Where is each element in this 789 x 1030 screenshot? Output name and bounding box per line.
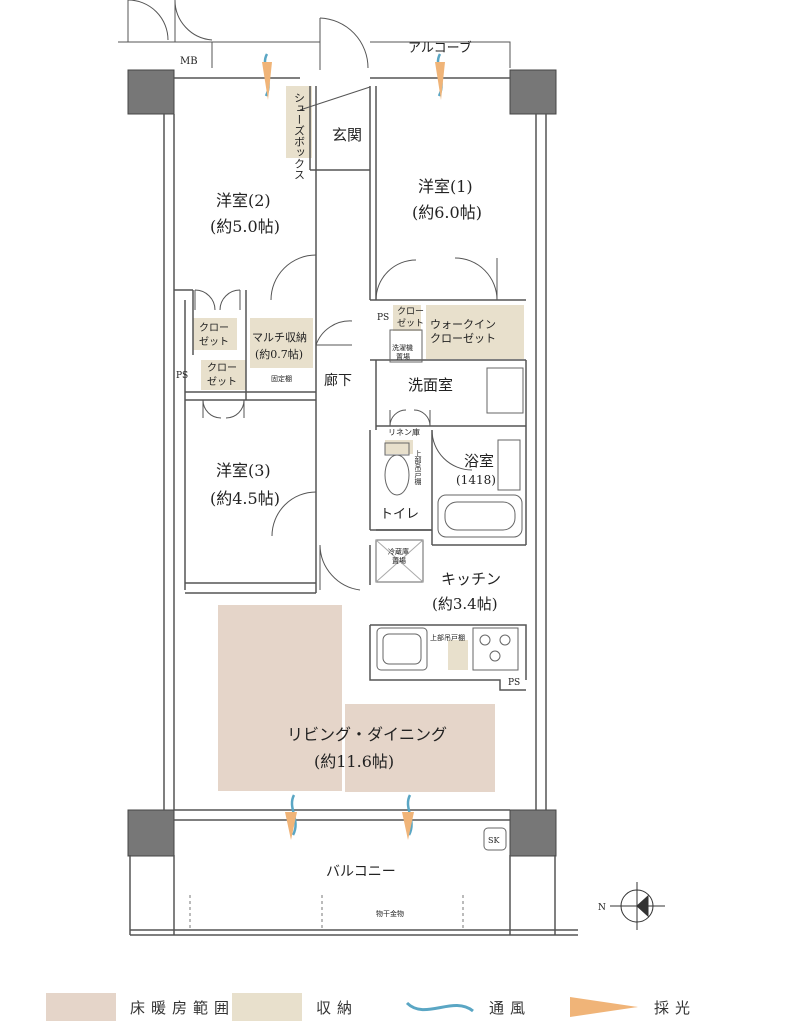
entrance-label: 玄関 bbox=[332, 126, 362, 144]
upper-cabinet-label-toilet: 上部吊戸棚 bbox=[414, 449, 422, 486]
fridge-space bbox=[375, 539, 424, 583]
mb-label: MB bbox=[180, 56, 198, 67]
laundry-hanger-label: 物干金物 bbox=[376, 909, 404, 918]
toilet-bowl bbox=[384, 454, 410, 496]
closet1-label-a: クロー bbox=[397, 306, 424, 317]
washer-label-b: 置場 bbox=[396, 352, 410, 361]
storage-swatch bbox=[232, 993, 302, 1021]
exterior-walls bbox=[127, 69, 557, 857]
legend-storage: 収納 bbox=[232, 990, 358, 1024]
closet2-label-b: ゼット bbox=[199, 336, 229, 348]
living-size: (約11.6帖) bbox=[314, 752, 394, 771]
alcove-label: アルコーブ bbox=[408, 40, 472, 56]
walkin-closet-area bbox=[426, 305, 524, 359]
shoe-box-label: シューズボックス bbox=[293, 92, 306, 180]
fixed-shelf-label: 固定棚 bbox=[271, 374, 292, 383]
closet3-label-a: クロー bbox=[207, 362, 237, 374]
stove bbox=[472, 627, 519, 671]
ps-label-kitchen: PS bbox=[508, 678, 520, 688]
ps-label-left: PS bbox=[176, 371, 188, 381]
bathroom-name: 浴室 bbox=[464, 452, 494, 470]
outer-outline bbox=[129, 77, 578, 936]
upper-cabinet-area bbox=[448, 640, 468, 670]
fridge-label-b: 置場 bbox=[392, 556, 406, 565]
shoe-box-area bbox=[286, 86, 312, 158]
washer-label-a: 洗濯機 bbox=[392, 343, 413, 352]
sk-label: SK bbox=[488, 836, 500, 845]
top-outside-doors bbox=[118, 0, 213, 43]
closet2-label-a: クロー bbox=[199, 322, 229, 334]
multi-storage-area bbox=[250, 318, 313, 368]
floor-heating-swatch bbox=[46, 993, 116, 1021]
svg-text:上部吊戸棚: 上部吊戸棚 bbox=[414, 449, 422, 486]
bedroom1-name: 洋室(1) bbox=[418, 177, 473, 196]
wash-basin bbox=[486, 367, 524, 414]
linen-label: リネン庫 bbox=[388, 427, 420, 437]
legend-wind: 通風 bbox=[405, 990, 531, 1024]
daylight-markers bbox=[262, 62, 445, 840]
bedroom3-name: 洋室(3) bbox=[216, 461, 271, 480]
closet2-area bbox=[193, 318, 237, 350]
living-name: リビング・ダイニング bbox=[287, 725, 447, 744]
kitchen-size: (約3.4帖) bbox=[432, 595, 498, 613]
kitchen-sink bbox=[376, 627, 428, 671]
legend: 床暖房範囲 収納 通風 採光 bbox=[0, 990, 789, 1030]
daylight-icon bbox=[570, 997, 638, 1017]
sk-slop-sink bbox=[483, 827, 507, 851]
walkin-label-a: ウォークイン bbox=[430, 318, 496, 331]
ps-label-center: PS bbox=[377, 313, 389, 323]
legend-light: 採光 bbox=[570, 990, 696, 1024]
closet3-area bbox=[201, 360, 246, 390]
heating-zone-left bbox=[218, 605, 342, 791]
bedroom2-size: (約5.0帖) bbox=[210, 217, 280, 236]
legend-floor-heating: 床暖房範囲 bbox=[46, 990, 235, 1024]
closet1-label-b: ゼット bbox=[397, 317, 424, 329]
closet3-label-b: ゼット bbox=[207, 376, 237, 388]
closet1-area bbox=[393, 305, 421, 331]
balcony-label: バルコニー bbox=[326, 864, 396, 880]
bedroom3-size: (約4.5帖) bbox=[210, 489, 280, 508]
wind-icon bbox=[405, 1001, 474, 1013]
fixtures bbox=[375, 329, 524, 851]
balcony-rail bbox=[189, 895, 464, 928]
toilet-label: トイレ bbox=[380, 507, 419, 522]
floor-heating-zones bbox=[218, 605, 495, 792]
heating-zone-right bbox=[345, 704, 495, 792]
washroom-label: 洗面室 bbox=[408, 376, 453, 394]
multi-storage-name: マルチ収納 bbox=[252, 331, 307, 344]
interior-doors bbox=[194, 86, 498, 591]
corridor-label: 廊下 bbox=[324, 372, 352, 389]
upper-cabinet-label-kitchen: 上部吊戸棚 bbox=[430, 633, 465, 642]
alcove bbox=[211, 17, 511, 70]
kitchen-name: キッチン bbox=[441, 570, 501, 588]
multi-storage-size: (約0.7帖) bbox=[255, 347, 303, 361]
bedroom2-name: 洋室(2) bbox=[216, 191, 271, 210]
washer-space bbox=[389, 329, 423, 363]
bathtub bbox=[437, 494, 523, 538]
svg-text:シューズボックス: シューズボックス bbox=[293, 92, 306, 180]
bathroom-size: (1418) bbox=[456, 473, 496, 487]
walkin-label-b: クローゼット bbox=[430, 332, 496, 345]
fridge-label-a: 冷蔵庫 bbox=[388, 547, 409, 556]
north-label: N bbox=[598, 903, 606, 913]
compass-icon bbox=[610, 882, 665, 930]
bedroom1-size: (約6.0帖) bbox=[412, 203, 482, 222]
